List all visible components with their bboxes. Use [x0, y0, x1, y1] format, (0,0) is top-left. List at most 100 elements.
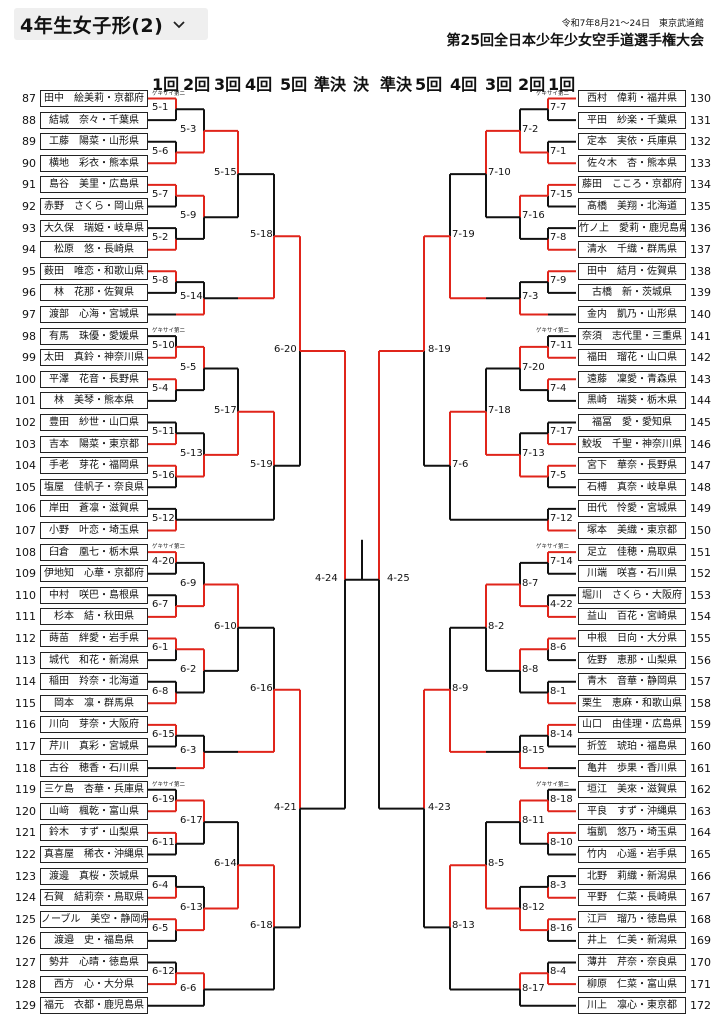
player-entry[interactable]: 青木 音華・静岡県	[578, 673, 686, 691]
player-entry[interactable]: 清水 千織・群馬県	[578, 241, 686, 259]
round-label: 5回	[415, 75, 443, 94]
player-entry[interactable]: 岸田 蒼凛・滋賀県	[40, 500, 148, 518]
seed-number: 168	[690, 912, 711, 926]
player-entry[interactable]: 古谷 穂香・石川県	[40, 759, 148, 777]
player-entry[interactable]: ノーブル 美空・静岡県	[40, 910, 148, 928]
player-entry[interactable]: 髙橋 美翔・北海道	[578, 198, 686, 215]
player-entry[interactable]: 太田 真鈴・神奈川県	[40, 349, 148, 367]
player-entry[interactable]: 赤野 さくら・岡山県	[40, 198, 148, 215]
player-entry[interactable]: 金内 凱乃・山形県	[578, 306, 686, 323]
player-entry[interactable]: 川上 凛心・東京都	[578, 997, 686, 1015]
player-entry[interactable]: 林 美琴・熊本県	[40, 392, 148, 410]
player-entry[interactable]: 佐々木 杏・熊本県	[578, 154, 686, 172]
player-entry[interactable]: 塩屋 佳帆子・奈良県	[40, 478, 148, 496]
player-entry[interactable]: 堀川 さくら・大阪府	[578, 586, 686, 604]
player-entry[interactable]: 足立 佳穂・鳥取県	[578, 543, 686, 561]
player-entry[interactable]: 江戸 瑠乃・徳島県	[578, 910, 686, 928]
player-entry[interactable]: 塚本 美織・東京都	[578, 522, 686, 539]
player-entry[interactable]: 平良 すず・沖縄県	[578, 802, 686, 820]
player-entry[interactable]: 鮫坂 千聖・神奈川県	[578, 435, 686, 453]
player-entry[interactable]: 山﨑 楓乾・富山県	[40, 802, 148, 820]
seed-number: 127	[15, 956, 36, 969]
player-entry[interactable]: 遠藤 凜愛・青森県	[578, 370, 686, 388]
player-entry[interactable]: 北野 莉織・新潟県	[578, 867, 686, 885]
player-entry[interactable]: 竹内 心遥・岩手県	[578, 846, 686, 863]
player-entry[interactable]: 中村 咲巴・島根県	[40, 586, 148, 604]
player-entry[interactable]: 臼倉 凰七・栃木県	[40, 543, 148, 561]
player-entry[interactable]: 宮下 華奈・長野県	[578, 457, 686, 475]
player-entry[interactable]: 岡本 凛・群馬県	[40, 694, 148, 712]
player-entry[interactable]: 竹ノ上 愛莉・鹿児島県	[578, 219, 686, 237]
player-entry[interactable]: 杉本 結・秋田県	[40, 608, 148, 626]
player-entry[interactable]: 横地 彩衣・熊本県	[40, 154, 148, 172]
player-entry[interactable]: 石賀 結莉奈・鳥取県	[40, 889, 148, 907]
title-dropdown-button[interactable]: 4年生女子形(2)	[14, 8, 208, 40]
seed-number: 98	[22, 329, 36, 343]
player-entry[interactable]: 島谷 美里・広島県	[40, 176, 148, 194]
player-entry[interactable]: 田中 絵美莉・京都府	[40, 90, 148, 107]
player-entry[interactable]: 川端 咲喜・石川県	[578, 565, 686, 583]
seed-number: 147	[690, 459, 711, 473]
player-entry[interactable]: 林 花那・佐賀県	[40, 284, 148, 302]
player-entry[interactable]: 石榑 真奈・岐阜県	[578, 478, 686, 496]
player-entry[interactable]: 古橋 新・茨城県	[578, 284, 686, 302]
player-entry[interactable]: 垣江 美來・滋賀県	[578, 781, 686, 799]
player-entry[interactable]: 伊地知 心華・京都府	[40, 565, 148, 583]
player-entry[interactable]: 有馬 珠優・愛媛県	[40, 327, 148, 345]
player-entry[interactable]: 豊田 紗世・山口県	[40, 414, 148, 431]
player-entry[interactable]: 西村 偉莉・福井県	[578, 90, 686, 107]
player-entry[interactable]: 稲田 羚奈・北海道	[40, 673, 148, 691]
match-number: 7-2	[522, 123, 539, 135]
seed-number: 96	[22, 286, 36, 300]
player-entry[interactable]: 柳原 仁菜・富山県	[578, 975, 686, 993]
player-entry[interactable]: 吉本 陽菜・東京都	[40, 435, 148, 453]
player-entry[interactable]: 三ケ島 杏華・兵庫県	[40, 781, 148, 799]
player-entry[interactable]: 田代 怜愛・宮城県	[578, 500, 686, 518]
player-entry[interactable]: 真喜屋 稀衣・沖縄県	[40, 846, 148, 863]
match-number: 5-15	[214, 167, 237, 179]
player-entry[interactable]: 福冨 愛・愛知県	[578, 414, 686, 431]
player-entry[interactable]: 渡邊 真桜・茨城県	[40, 867, 148, 885]
player-entry[interactable]: 福元 衣都・鹿児島県	[40, 997, 148, 1015]
player-entry[interactable]: 亀井 歩果・香川県	[578, 759, 686, 777]
player-entry[interactable]: 結城 奈々・千葉県	[40, 111, 148, 129]
player-entry[interactable]: 大久保 瑞姫・岐阜県	[40, 219, 148, 237]
player-entry[interactable]: 平野 仁菜・長崎県	[578, 889, 686, 907]
player-entry[interactable]: 益山 百花・宮崎県	[578, 608, 686, 626]
player-entry[interactable]: 芹川 真彩・宮城県	[40, 738, 148, 755]
player-entry[interactable]: 平澤 花音・長野県	[40, 370, 148, 388]
player-entry[interactable]: 渡部 心海・宮城県	[40, 306, 148, 323]
player-entry[interactable]: 佐野 恵那・山梨県	[578, 651, 686, 669]
player-entry[interactable]: 福田 瑠花・山口県	[578, 349, 686, 367]
player-entry[interactable]: 城代 和花・新潟県	[40, 651, 148, 669]
player-entry[interactable]: 平田 紗楽・千葉県	[578, 111, 686, 129]
player-entry[interactable]: 鈴木 すず・山梨県	[40, 824, 148, 842]
player-entry[interactable]: 定本 実依・兵庫県	[578, 133, 686, 151]
player-entry[interactable]: 栗生 恵麻・和歌山県	[578, 694, 686, 712]
player-entry[interactable]: 渡邉 史・福島県	[40, 932, 148, 950]
player-entry[interactable]: 手老 芽花・福岡県	[40, 457, 148, 475]
player-entry[interactable]: 蒔苗 絆愛・岩手県	[40, 630, 148, 647]
player-entry[interactable]: 山口 由佳理・広島県	[578, 716, 686, 734]
page-header: 4年生女子形(2) 令和7年8月21～24日 東京武道館 第25回全日本少年少女…	[0, 0, 724, 60]
match-number: 5-19	[250, 458, 273, 470]
player-entry[interactable]: 工藤 陽菜・山形県	[40, 133, 148, 151]
player-entry[interactable]: 黒崎 瑞葵・栃木県	[578, 392, 686, 410]
player-entry[interactable]: 川向 芽奈・大阪府	[40, 716, 148, 734]
match-number: 8-2	[488, 620, 505, 632]
player-entry[interactable]: 藤田 こころ・京都府	[578, 176, 686, 194]
seed-number: 158	[690, 696, 711, 710]
player-entry[interactable]: 塩凱 悠乃・埼玉県	[578, 824, 686, 842]
player-entry[interactable]: 中根 日向・大分県	[578, 630, 686, 647]
player-entry[interactable]: 松原 悠・長崎県	[40, 241, 148, 259]
player-entry[interactable]: 薄井 芹奈・奈良県	[578, 954, 686, 971]
player-entry[interactable]: 薮田 唯恋・和歌山県	[40, 262, 148, 280]
player-entry[interactable]: 田中 結月・佐賀県	[578, 262, 686, 280]
match-number: 8-6	[550, 642, 567, 654]
player-entry[interactable]: 奈須 志代里・三重県	[578, 327, 686, 345]
player-entry[interactable]: 西方 心・大分県	[40, 975, 148, 993]
player-entry[interactable]: 折笠 琥珀・福島県	[578, 738, 686, 755]
player-entry[interactable]: 勢井 心晴・徳島県	[40, 954, 148, 971]
player-entry[interactable]: 井上 仁美・新潟県	[578, 932, 686, 950]
player-entry[interactable]: 小野 叶恋・埼玉県	[40, 522, 148, 539]
